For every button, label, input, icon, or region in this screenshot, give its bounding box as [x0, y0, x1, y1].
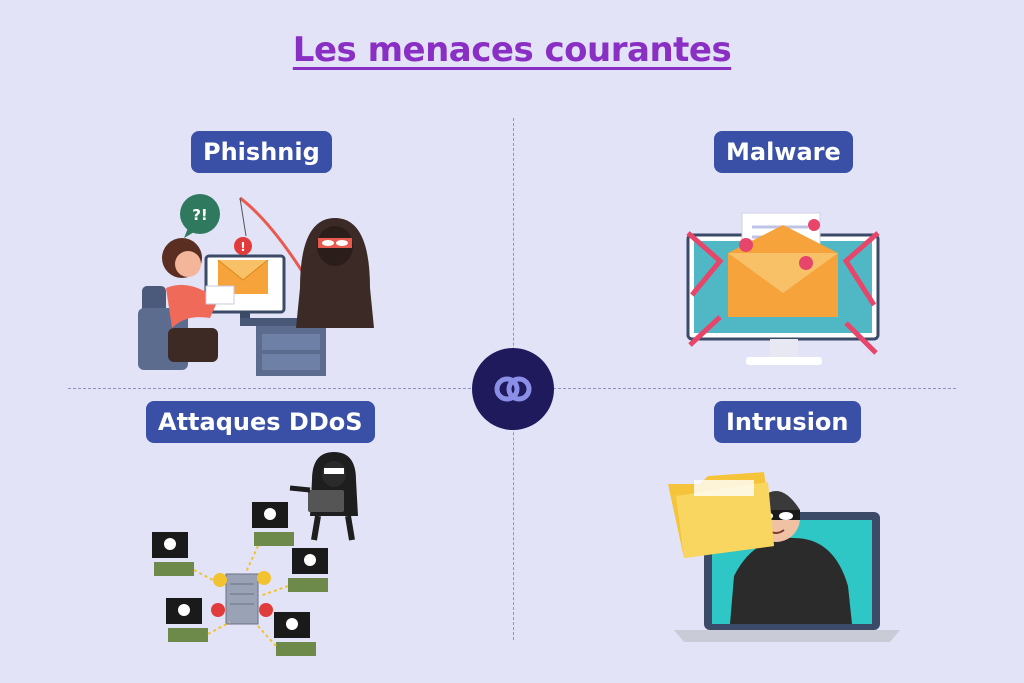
infected-computer-icon — [152, 502, 328, 656]
svg-text:!: ! — [240, 240, 245, 254]
bubble-text: ?! — [192, 206, 208, 224]
speech-bubble-icon: ?! — [180, 194, 220, 238]
link-icon — [494, 376, 532, 402]
malware-illustration — [686, 212, 880, 365]
thief-icon — [730, 491, 852, 624]
envelope-icon: ! — [217, 237, 269, 294]
intrusion-illustration — [668, 472, 900, 642]
center-badge — [472, 348, 554, 430]
ddos-illustration — [152, 452, 358, 656]
page-title: Les menaces courantes — [292, 30, 732, 70]
server-icon — [211, 571, 273, 625]
phishing-illustration: ?! ! — [138, 194, 374, 376]
phishing-label: Phishnig — [191, 131, 332, 173]
ddos-label: Attaques DDoS — [146, 401, 375, 443]
chain-icon — [686, 231, 880, 355]
folder-icon — [668, 472, 774, 558]
malware-label: Malware — [714, 131, 853, 173]
infected-envelope-icon — [728, 212, 838, 317]
hacker-icon — [289, 452, 358, 541]
intrusion-label: Intrusion — [714, 401, 861, 443]
